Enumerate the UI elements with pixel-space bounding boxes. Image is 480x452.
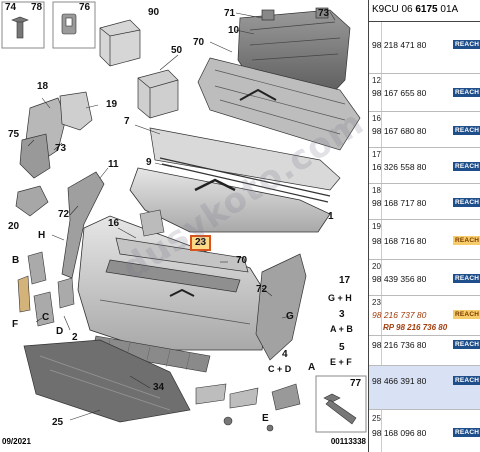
callout-F: F <box>12 319 19 330</box>
parts-row-selected[interactable]: 98 466 391 80 REACH <box>369 366 480 410</box>
parts-list-header: K9CU 06 6175 01A <box>369 0 480 22</box>
reach-badge[interactable]: REACH <box>453 340 480 349</box>
callout-3: 3 <box>339 309 345 320</box>
callout-E: E <box>262 413 269 424</box>
reach-badge[interactable]: REACH <box>453 428 480 437</box>
exploded-parts-diagram: 74 74 78 76 90 71 73 10 70 50 18 19 75 7… <box>1 1 372 446</box>
callout-11: 11 <box>108 159 119 170</box>
parts-row[interactable]: 25 98 168 096 80 REACH <box>369 410 480 452</box>
parts-row[interactable]: 98 218 471 80 REACH <box>369 22 480 74</box>
parts-row[interactable]: 19 98 168 716 80 REACH <box>369 220 480 260</box>
callout-25: 25 <box>52 417 64 428</box>
callout-74-label: 74 <box>5 2 17 13</box>
part-number: 98 167 680 80 <box>372 126 427 136</box>
callout-7: 7 <box>124 116 130 127</box>
callout-70-upper: 70 <box>193 37 205 48</box>
sheet-a: 06 <box>401 4 413 15</box>
callout-A-plus-B: A + B <box>330 324 353 334</box>
callout-70-lower: 70 <box>236 255 248 266</box>
part-number: 98 466 391 80 <box>372 376 427 386</box>
part-number: 98 168 096 80 <box>372 428 427 438</box>
callout-G-plus-H: G + H <box>328 293 352 303</box>
reach-badge[interactable]: REACH <box>453 40 480 49</box>
callout-A: A <box>308 362 316 373</box>
part-number: 98 167 655 80 <box>372 88 427 98</box>
ref-number: 12 <box>372 76 381 85</box>
callout-18: 18 <box>37 81 49 92</box>
callout-E-plus-F: E + F <box>330 357 352 367</box>
diagram-reference: 00113338 <box>330 437 366 446</box>
reach-badge[interactable]: REACH <box>453 88 480 97</box>
callout-34: 34 <box>153 382 165 393</box>
bumper-drawing <box>1 1 367 433</box>
part-number: 98 216 737 80 <box>372 310 427 320</box>
callout-D: D <box>56 326 64 337</box>
callout-90: 90 <box>148 7 160 18</box>
parts-row[interactable]: 17 16 326 558 80 REACH <box>369 148 480 184</box>
ref-number: 20 <box>372 262 381 271</box>
reach-badge[interactable]: REACH <box>453 236 480 245</box>
callout-78: 78 <box>31 2 43 13</box>
callout-C: C <box>42 312 50 323</box>
callout-G: G <box>286 311 294 322</box>
parts-row[interactable]: 98 216 736 80 REACH <box>369 336 480 366</box>
replacement-part-number: RP 98 216 736 80 <box>383 323 448 332</box>
ref-number: 25 <box>372 414 381 423</box>
callout-73-top: 73 <box>318 8 330 19</box>
sheet-b: 6175 <box>415 4 438 15</box>
part-number: 98 168 717 80 <box>372 198 427 208</box>
callout-16: 16 <box>108 218 120 229</box>
ref-number: 18 <box>372 186 381 195</box>
parts-row[interactable]: 18 98 168 717 80 REACH <box>369 184 480 220</box>
ref-number: 19 <box>372 222 381 231</box>
ref-number: 17 <box>372 150 381 159</box>
callout-73-left: 73 <box>55 143 67 154</box>
callout-19: 19 <box>106 99 118 110</box>
parts-row[interactable]: 20 98 439 356 80 REACH <box>369 260 480 296</box>
sheet-c: 01A <box>440 4 459 15</box>
ref-column-divider <box>381 22 382 452</box>
ref-number: 16 <box>372 114 381 123</box>
reach-badge[interactable]: REACH <box>453 198 480 207</box>
reach-badge[interactable]: REACH <box>453 310 480 319</box>
callout-50: 50 <box>171 45 183 56</box>
reach-badge[interactable]: REACH <box>453 376 480 385</box>
callout-77: 77 <box>350 378 362 389</box>
model-code: K9CU <box>372 4 399 15</box>
reach-badge[interactable]: REACH <box>453 274 480 283</box>
parts-row[interactable]: 12 98 167 655 80 REACH <box>369 74 480 112</box>
part-number: 98 216 736 80 <box>372 340 427 350</box>
callout-20: 20 <box>8 221 20 232</box>
part-number: 98 439 356 80 <box>372 274 427 284</box>
callout-4: 4 <box>282 349 288 360</box>
callout-9: 9 <box>146 157 152 168</box>
callout-B: B <box>12 255 20 266</box>
reach-badge[interactable]: REACH <box>453 162 480 171</box>
parts-list-panel: K9CU 06 6175 01A 98 218 471 80 REACH 12 … <box>368 0 480 452</box>
part-number: 16 326 558 80 <box>372 162 427 172</box>
callout-2: 2 <box>72 332 78 343</box>
callout-C-plus-D: C + D <box>268 364 292 374</box>
callout-H: H <box>38 230 46 241</box>
callout-5: 5 <box>339 342 345 353</box>
callout-17: 17 <box>339 275 351 286</box>
parts-row[interactable]: 16 98 167 680 80 REACH <box>369 112 480 148</box>
callout-10: 10 <box>228 25 240 36</box>
callout-72-right: 72 <box>256 284 268 295</box>
reach-badge[interactable]: REACH <box>453 126 480 135</box>
diagram-date: 09/2021 <box>2 437 31 446</box>
part-number: 98 168 716 80 <box>372 236 427 246</box>
part-number: 98 218 471 80 <box>372 40 427 50</box>
ref-number: 23 <box>372 298 381 307</box>
parts-row-highlighted[interactable]: 23 98 216 737 80 REACH RP 98 216 736 80 <box>369 296 480 336</box>
callout-1: 1 <box>328 211 334 222</box>
callout-75: 75 <box>8 129 20 140</box>
callout-71: 71 <box>224 8 236 19</box>
callout-23-highlighted[interactable]: 23 <box>190 235 212 251</box>
callout-76: 76 <box>79 2 91 13</box>
callout-72-left: 72 <box>58 209 70 220</box>
